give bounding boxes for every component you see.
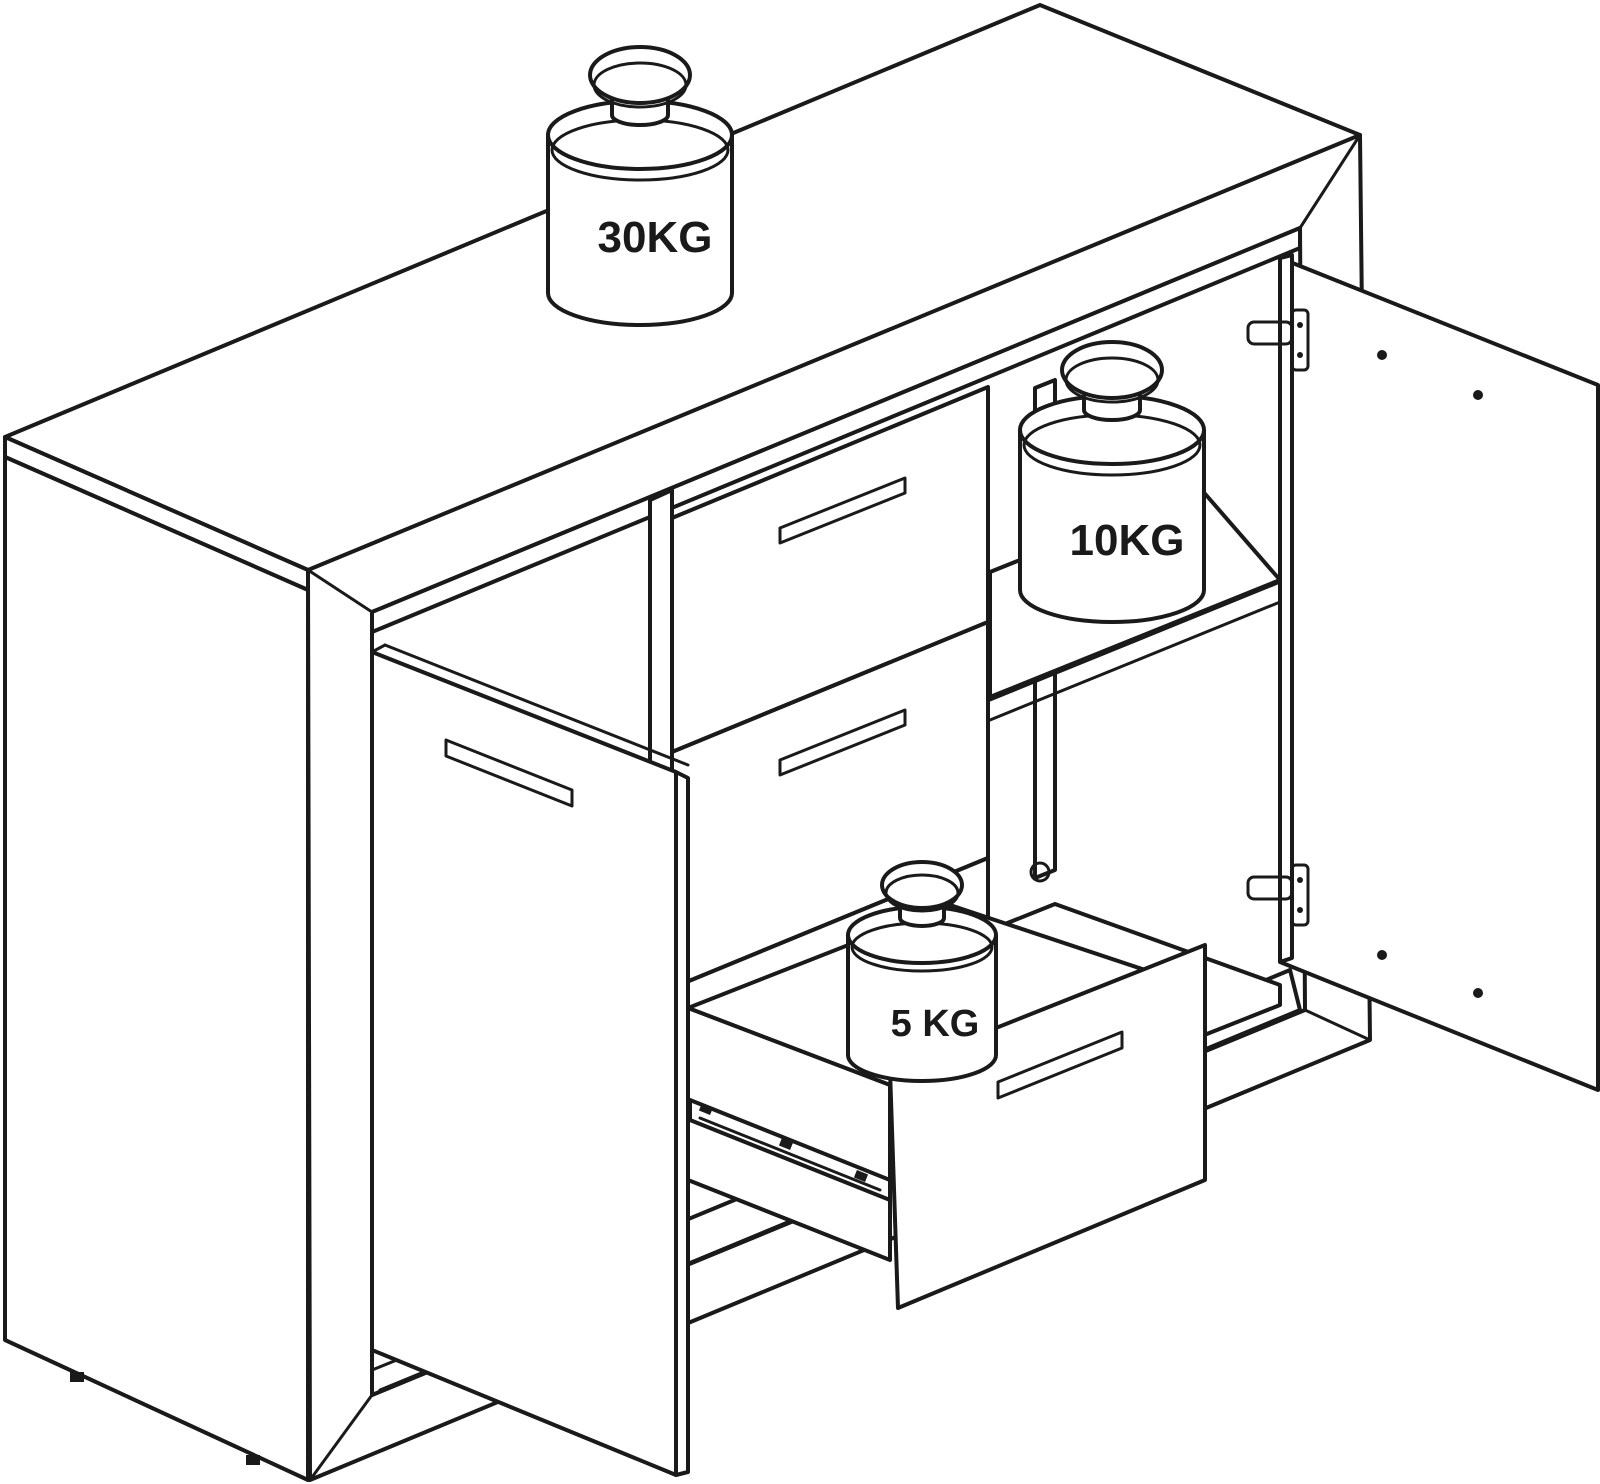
- weight-30kg-label: 30KG: [598, 213, 713, 262]
- open-drawer-handle[interactable]: [996, 1030, 1124, 1100]
- left-door: [370, 643, 690, 1477]
- hinge-screw-dot: [1377, 950, 1387, 960]
- hinge-screw-dot: [1473, 390, 1483, 400]
- lower-hinge-icon: [1246, 863, 1310, 927]
- weight-5kg: 5 KG: [846, 860, 998, 1083]
- cabinet-left-side: [3, 455, 310, 1482]
- cabinet-feet: [70, 1372, 260, 1465]
- weight-10kg: 10KG: [1018, 340, 1206, 624]
- left-door-edge: [674, 770, 690, 1477]
- weight-30kg: 30KG: [546, 45, 734, 327]
- cabinet-foot: [70, 1372, 84, 1382]
- left-door-panel[interactable]: [370, 650, 678, 1477]
- right-door-panel[interactable]: [1278, 256, 1600, 1092]
- shelf-pin-hole: [1029, 861, 1051, 883]
- weight-5kg-label: 5 KG: [891, 1003, 980, 1045]
- left-door-handle[interactable]: [444, 738, 574, 808]
- right-door: [1246, 253, 1600, 1092]
- hinge-screw-dot: [1473, 988, 1483, 998]
- upper-hinge-icon: [1246, 308, 1310, 372]
- cabinet-foot: [246, 1455, 260, 1465]
- hinge-screw-dot: [1377, 350, 1387, 360]
- middle-drawer-handle[interactable]: [778, 708, 907, 777]
- cabinet-inner-top: [370, 226, 1302, 634]
- open-drawer-front[interactable]: [888, 943, 1207, 1310]
- weight-10kg-label: 10KG: [1070, 516, 1185, 565]
- right-door-edge: [1278, 253, 1294, 964]
- upper-drawer-handle[interactable]: [778, 476, 907, 545]
